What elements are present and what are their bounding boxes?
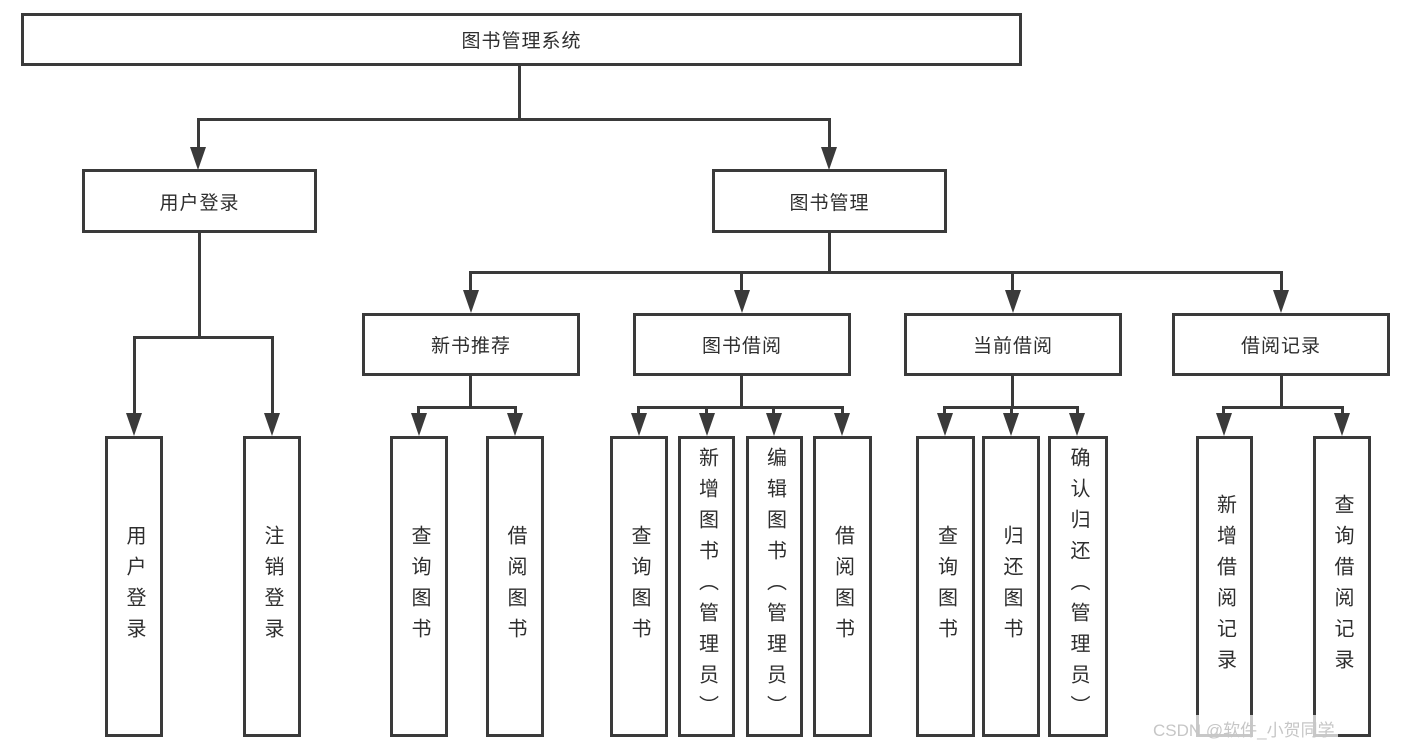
connector xyxy=(469,376,472,408)
leaf-logout: 注销登录 xyxy=(243,436,301,737)
arrow-down-icon xyxy=(190,147,206,170)
node-label: 用户登录 xyxy=(123,524,145,649)
arrow-down-icon xyxy=(937,413,953,436)
leaf-edit-books-admin: 编辑图书（管理员） xyxy=(746,436,803,737)
watermark: CSDN @软件_小贺同学 xyxy=(1150,715,1338,742)
connector xyxy=(469,271,472,293)
leaf-query-borrow-record: 查询借阅记录 xyxy=(1313,436,1371,737)
node-label: 归还图书 xyxy=(1000,524,1022,649)
connector xyxy=(417,406,517,409)
connector xyxy=(1341,406,1344,416)
connector xyxy=(514,406,517,416)
arrow-down-icon xyxy=(463,290,479,313)
node-label: 借阅图书 xyxy=(504,524,526,649)
connector xyxy=(1222,406,1225,416)
connector xyxy=(637,406,844,409)
node-label: 新书推荐 xyxy=(430,336,511,357)
arrow-down-icon xyxy=(834,413,850,436)
connector xyxy=(1280,271,1283,293)
node-label: 新增图书（管理员） xyxy=(695,447,718,726)
arrow-down-icon xyxy=(1216,413,1232,436)
arrow-down-icon xyxy=(1005,290,1021,313)
connector xyxy=(518,66,521,120)
arrow-down-icon xyxy=(1334,413,1350,436)
node-label: 用户登录 xyxy=(159,192,240,214)
node-book-borrowing: 图书借阅 xyxy=(633,313,851,376)
node-library-management-system: 图书管理系统 xyxy=(21,13,1022,66)
connector xyxy=(469,271,1283,274)
node-borrowing-records: 借阅记录 xyxy=(1172,313,1390,376)
connector xyxy=(271,336,274,416)
arrow-down-icon xyxy=(631,413,647,436)
node-current-borrowing: 当前借阅 xyxy=(904,313,1122,376)
connector xyxy=(705,406,708,416)
arrow-down-icon xyxy=(821,147,837,170)
arrow-down-icon xyxy=(699,413,715,436)
arrow-down-icon xyxy=(126,413,142,436)
connector xyxy=(828,233,831,271)
leaf-query-books-current: 查询图书 xyxy=(916,436,975,737)
leaf-add-books-admin: 新增图书（管理员） xyxy=(678,436,735,737)
node-label: 图书管理 xyxy=(789,192,870,214)
node-label: 查询图书 xyxy=(408,524,430,649)
connector xyxy=(1280,376,1283,408)
connector xyxy=(197,118,200,150)
connector xyxy=(740,271,743,293)
node-user-login: 用户登录 xyxy=(82,169,317,233)
arrow-down-icon xyxy=(734,290,750,313)
node-label: 图书管理系统 xyxy=(461,31,582,52)
leaf-add-borrow-record: 新增借阅记录 xyxy=(1196,436,1253,737)
connector xyxy=(828,118,831,150)
connector xyxy=(943,406,946,416)
arrow-down-icon xyxy=(1273,290,1289,313)
connector xyxy=(1011,271,1014,293)
node-label: 新增借阅记录 xyxy=(1213,493,1236,680)
node-label: 编辑图书（管理员） xyxy=(763,447,786,726)
leaf-query-books-borrowing: 查询图书 xyxy=(610,436,668,737)
leaf-user-login: 用户登录 xyxy=(105,436,163,737)
leaf-confirm-return-admin: 确认归还（管理员） xyxy=(1048,436,1108,737)
node-new-book-recommend: 新书推荐 xyxy=(362,313,580,376)
connector xyxy=(1011,376,1014,408)
connector xyxy=(637,406,640,416)
node-label: 查询图书 xyxy=(628,524,650,649)
leaf-borrow-books: 借阅图书 xyxy=(813,436,872,737)
node-label: 当前借阅 xyxy=(972,336,1053,357)
connector xyxy=(133,336,136,416)
arrow-down-icon xyxy=(411,413,427,436)
connector xyxy=(1222,406,1344,409)
node-label: 确认归还（管理员） xyxy=(1067,447,1089,726)
node-label: 注销登录 xyxy=(261,524,283,649)
node-label: 借阅图书 xyxy=(831,524,854,649)
connector xyxy=(841,406,844,416)
arrow-down-icon xyxy=(766,413,782,436)
arrow-down-icon xyxy=(507,413,523,436)
connector xyxy=(198,233,201,336)
node-label: 借阅记录 xyxy=(1240,336,1321,357)
node-label: 查询图书 xyxy=(934,524,957,649)
node-book-management: 图书管理 xyxy=(712,169,947,233)
connector xyxy=(197,118,831,121)
leaf-query-books-recommend: 查询图书 xyxy=(390,436,448,737)
connector xyxy=(417,406,420,416)
arrow-down-icon xyxy=(1003,413,1019,436)
leaf-return-books: 归还图书 xyxy=(982,436,1040,737)
node-label: 图书借阅 xyxy=(701,336,782,357)
connector xyxy=(1010,406,1013,416)
connector xyxy=(1076,406,1079,416)
arrow-down-icon xyxy=(1069,413,1085,436)
connector xyxy=(740,376,743,408)
node-label: 查询借阅记录 xyxy=(1331,493,1353,680)
connector xyxy=(772,406,775,416)
arrow-down-icon xyxy=(264,413,280,436)
leaf-borrow-books-recommend: 借阅图书 xyxy=(486,436,544,737)
connector xyxy=(133,336,274,339)
